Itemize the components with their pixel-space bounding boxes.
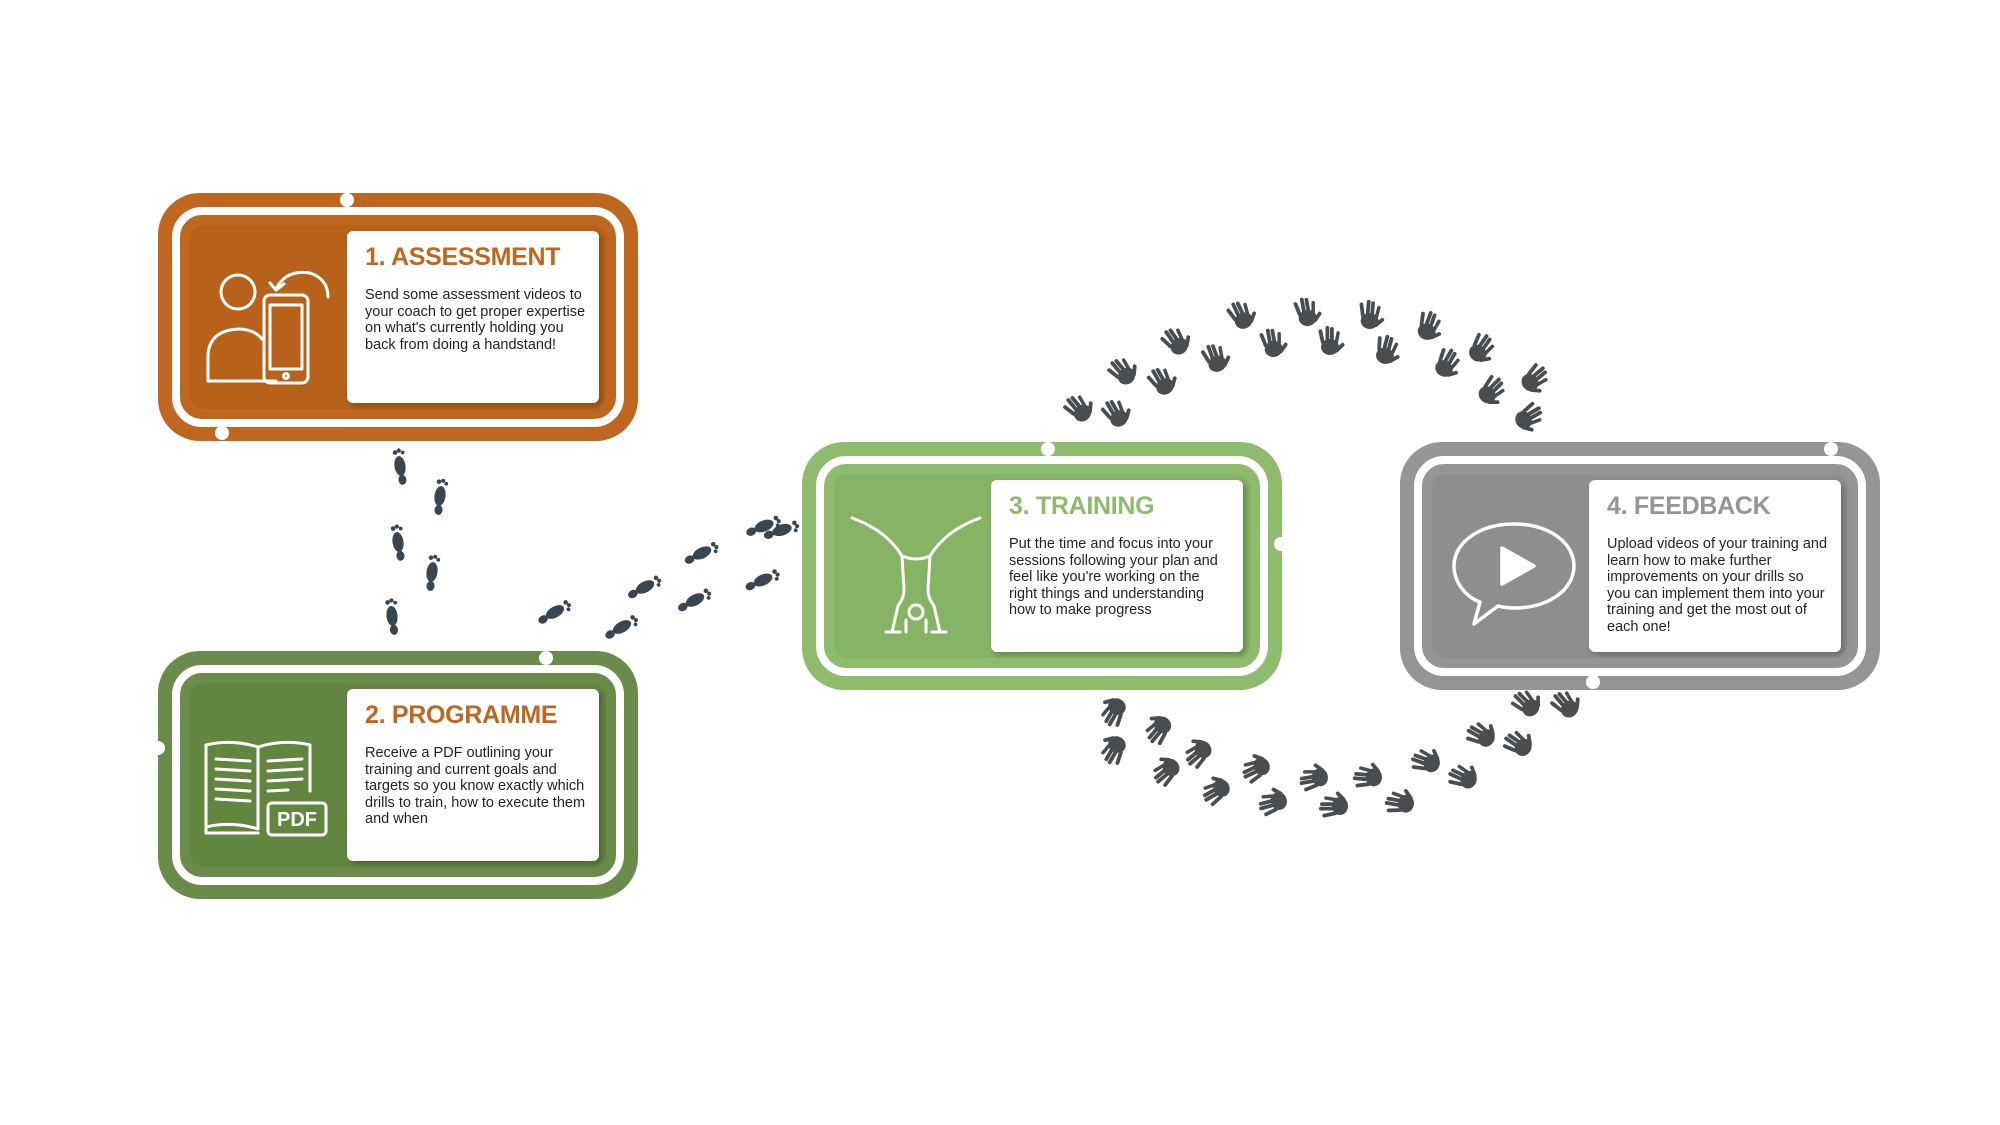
person-phone-icon <box>202 259 342 389</box>
step-description: Receive a PDF outlining your training an… <box>365 745 586 828</box>
footprints-path-programme-to-training <box>535 514 801 643</box>
handstand-icon <box>846 508 986 638</box>
step-card-feedback: 4. FEEDBACK Upload videos of your traini… <box>1400 442 1880 690</box>
step-text-box: 4. FEEDBACK Upload videos of your traini… <box>1589 480 1841 652</box>
pdf-label: PDF <box>277 809 317 831</box>
connector-dot <box>151 741 165 755</box>
card-frame <box>172 207 624 427</box>
step-text-box: 3. TRAINING Put the time and focus into … <box>991 480 1243 652</box>
step-card-assessment: 1. ASSESSMENT Send some assessment video… <box>158 193 638 441</box>
step-text-box: 1. ASSESSMENT Send some assessment video… <box>347 231 599 403</box>
step-card-training: 3. TRAINING Put the time and focus into … <box>802 442 1288 690</box>
connector-dot <box>1586 675 1600 689</box>
connector-dot <box>215 426 229 440</box>
step-title: 1. ASSESSMENT <box>365 243 561 271</box>
card-frame <box>1414 456 1866 676</box>
video-chat-icon <box>1444 508 1584 638</box>
connector-dot <box>1274 537 1288 551</box>
connector-dot <box>539 651 553 665</box>
pdf-book-icon: PDF <box>202 717 342 847</box>
step-card-programme: PDF 2. PROGRAMME Receive a PDF outlining… <box>151 651 638 899</box>
connector-dot <box>1824 442 1838 456</box>
handprints-path-feedback-to-training <box>1093 682 1587 818</box>
step-title: 3. TRAINING <box>1009 492 1155 520</box>
step-description: Upload videos of your training and learn… <box>1607 536 1828 635</box>
card-frame <box>816 456 1268 676</box>
step-description: Send some assessment videos to your coac… <box>365 287 586 353</box>
step-title: 4. FEEDBACK <box>1607 492 1771 520</box>
handprints-path-training-to-feedback <box>1059 294 1556 438</box>
step-description: Put the time and focus into your session… <box>1009 536 1218 619</box>
connector-dot <box>340 193 354 207</box>
footprints-path-assessment-to-programme <box>384 447 449 636</box>
step-text-box: 2. PROGRAMME Receive a PDF outlining you… <box>347 689 599 861</box>
step-title: 2. PROGRAMME <box>365 701 558 729</box>
card-frame <box>172 665 624 885</box>
connector-dot <box>1041 442 1055 456</box>
